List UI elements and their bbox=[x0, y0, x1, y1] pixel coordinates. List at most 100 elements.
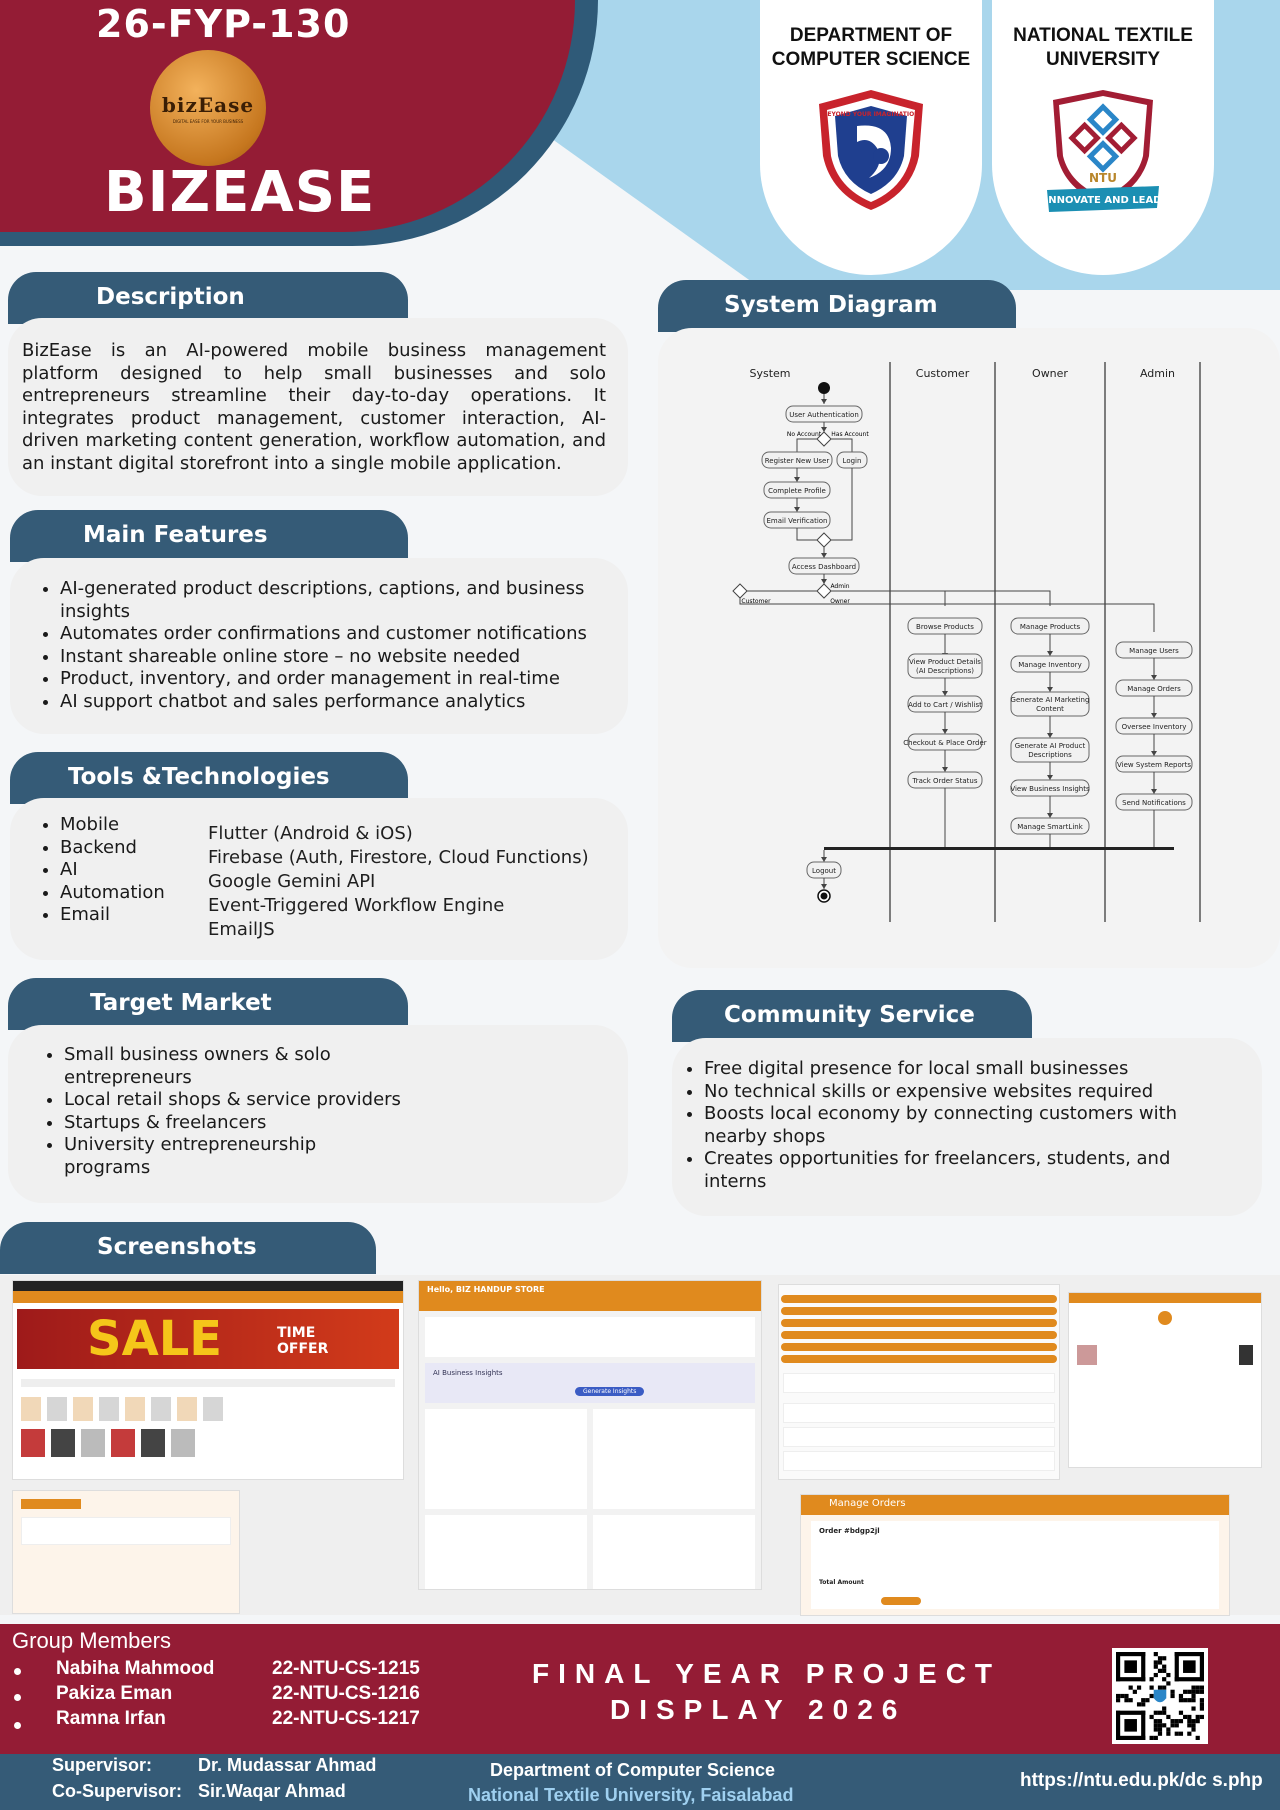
decision-node bbox=[816, 431, 832, 447]
arrow-head bbox=[821, 579, 827, 584]
activity-node-label: Access Dashboard bbox=[792, 563, 856, 571]
project-code: 26-FYP-130 bbox=[96, 2, 351, 46]
logo-tagline: DIGITAL EASE FOR YOUR BUSINESS bbox=[172, 118, 244, 124]
university-name: NATIONAL TEXTILE UNIVERSITY bbox=[1013, 25, 1193, 70]
supervisor-name: Dr. Mudassar Ahmad bbox=[198, 1755, 377, 1775]
activity-node-label: Manage Inventory bbox=[1018, 661, 1081, 669]
fyp-title-line2: DISPLAY 2026 bbox=[610, 1694, 907, 1725]
tools-value-list: Flutter (Android & iOS) Firebase (Auth, F… bbox=[208, 822, 589, 942]
activity-node-label: Email Verification bbox=[767, 517, 828, 525]
arrow-head bbox=[821, 399, 827, 404]
university-seal-icon: NTU INNOVATE AND LEAD bbox=[1045, 90, 1161, 212]
arrow-head bbox=[821, 553, 827, 558]
activity-node-label: Complete Profile bbox=[768, 487, 826, 495]
swimlane-label: System bbox=[749, 367, 790, 380]
group-members-title: Group Members bbox=[12, 1628, 171, 1653]
tool-technology: Firebase (Auth, Firestore, Cloud Functio… bbox=[208, 847, 589, 868]
features-panel bbox=[10, 558, 628, 734]
activity-node-label: Send Notifications bbox=[1122, 799, 1186, 807]
swimlane-label: Customer bbox=[916, 367, 970, 380]
footer-url-link[interactable]: https://ntu.edu.pk/dc s.php bbox=[1020, 1770, 1263, 1791]
qr-code-icon bbox=[1112, 1648, 1208, 1744]
generate-insights-button: Generate Insights bbox=[575, 1387, 645, 1396]
activity-node-label: Manage SmartLink bbox=[1017, 823, 1083, 831]
bullet-icon bbox=[14, 1694, 21, 1701]
order-total-label: Total Amount bbox=[819, 1579, 864, 1586]
arrow-head bbox=[1151, 751, 1157, 756]
cosupervisor-label: Co-Supervisor: bbox=[52, 1781, 183, 1801]
target-market-item: University entrepreneurship programs bbox=[64, 1134, 402, 1179]
insights-label: AI Business Insights bbox=[433, 1369, 503, 1377]
tool-category: Email bbox=[60, 904, 165, 927]
arrow-head bbox=[1151, 675, 1157, 680]
branch-label: No Account bbox=[787, 431, 822, 438]
arrow-head bbox=[1047, 651, 1053, 656]
community-item: Free digital presence for local small bu… bbox=[704, 1058, 1202, 1081]
activity-node-label: Oversee Inventory bbox=[1122, 723, 1187, 731]
community-item: Boosts local economy by connecting custo… bbox=[704, 1103, 1202, 1148]
feature-item: AI-generated product descriptions, capti… bbox=[60, 578, 598, 623]
tool-technology: EmailJS bbox=[208, 919, 275, 940]
bizease-logo: bizEase DIGITAL EASE FOR YOUR BUSINESS bbox=[150, 50, 266, 166]
branch-label: Admin bbox=[830, 583, 849, 590]
arrow-head bbox=[1047, 813, 1053, 818]
store-header-text: Hello, BIZ HANDUP STORE bbox=[419, 1281, 761, 1311]
feature-item: AI support chatbot and sales performance… bbox=[60, 691, 598, 714]
feature-item: Automates order confirmations and custom… bbox=[60, 623, 598, 646]
activity-node-label: Register New User bbox=[765, 457, 830, 465]
activity-node-label: View Product Details(AI Descriptions) bbox=[909, 658, 981, 675]
arrow-head bbox=[794, 477, 800, 482]
cosupervisor-name: Sir.Waqar Ahmad bbox=[198, 1781, 346, 1801]
target-list: Small business owners & solo entrepreneu… bbox=[42, 1044, 402, 1180]
flow-arrow bbox=[796, 438, 817, 452]
tool-technology: Flutter (Android & iOS) bbox=[208, 823, 413, 844]
target-heading: Target Market bbox=[8, 978, 408, 1030]
tool-category: AI bbox=[60, 859, 165, 882]
community-item: Creates opportunities for freelancers, s… bbox=[704, 1148, 1202, 1193]
arrow-head bbox=[942, 691, 948, 696]
description-heading: Description bbox=[8, 272, 408, 324]
arrow-head bbox=[794, 507, 800, 512]
decision-node bbox=[816, 583, 832, 599]
bullet-icon bbox=[14, 1668, 21, 1675]
department-card: DEPARTMENT OF COMPUTER SCIENCE BEYOND YO… bbox=[760, 0, 982, 275]
branch-label: Customer bbox=[741, 598, 771, 605]
member-id: 22-NTU-CS-1215 bbox=[272, 1658, 420, 1679]
screenshot-quick-actions bbox=[778, 1284, 1060, 1480]
activity-node-label: Manage Products bbox=[1020, 623, 1081, 631]
university-seal-text: NTU bbox=[1089, 171, 1117, 185]
tools-label-list: MobileBackendAIAutomationEmail bbox=[38, 814, 165, 927]
arrow-head bbox=[821, 884, 827, 889]
arrow-head bbox=[1151, 789, 1157, 794]
member-id: 22-NTU-CS-1216 bbox=[272, 1683, 420, 1704]
swimlane-label: Owner bbox=[1032, 367, 1068, 380]
feature-item: Product, inventory, and order management… bbox=[60, 668, 598, 691]
activity-node-label: Login bbox=[843, 457, 862, 465]
branch-label: Has Account bbox=[831, 431, 869, 438]
member-id: 22-NTU-CS-1217 bbox=[272, 1708, 420, 1729]
department-seal-text: BEYOND YOUR IMAGINATION bbox=[823, 111, 919, 118]
tool-technology: Google Gemini API bbox=[208, 871, 376, 892]
target-panel bbox=[8, 1025, 628, 1203]
activity-node-label: View Business Insights bbox=[1010, 785, 1090, 793]
activity-node-label: Manage Users bbox=[1129, 647, 1179, 655]
screenshot-storefront bbox=[1068, 1292, 1262, 1468]
screenshot-manage-orders: Manage Orders Order #bdgp2jl Total Amoun… bbox=[800, 1494, 1230, 1616]
arrow-head bbox=[942, 729, 948, 734]
activity-node-label: Manage Orders bbox=[1127, 685, 1181, 693]
features-heading: Main Features bbox=[10, 510, 408, 562]
sale-banner-text: SALE bbox=[87, 1311, 223, 1367]
order-id-text: Order #bdgp2jl bbox=[819, 1527, 880, 1535]
features-list: AI-generated product descriptions, capti… bbox=[38, 578, 598, 714]
manage-orders-title: Manage Orders bbox=[801, 1495, 1229, 1515]
tools-panel bbox=[10, 798, 628, 960]
arrow-head bbox=[821, 857, 827, 862]
flow-arrow bbox=[796, 528, 817, 541]
arrow-head bbox=[942, 767, 948, 772]
sale-offer-text: TIME OFFER bbox=[277, 1325, 329, 1357]
arrow-head bbox=[1047, 775, 1053, 780]
decision-node bbox=[816, 532, 832, 548]
arrow-head bbox=[1047, 687, 1053, 692]
